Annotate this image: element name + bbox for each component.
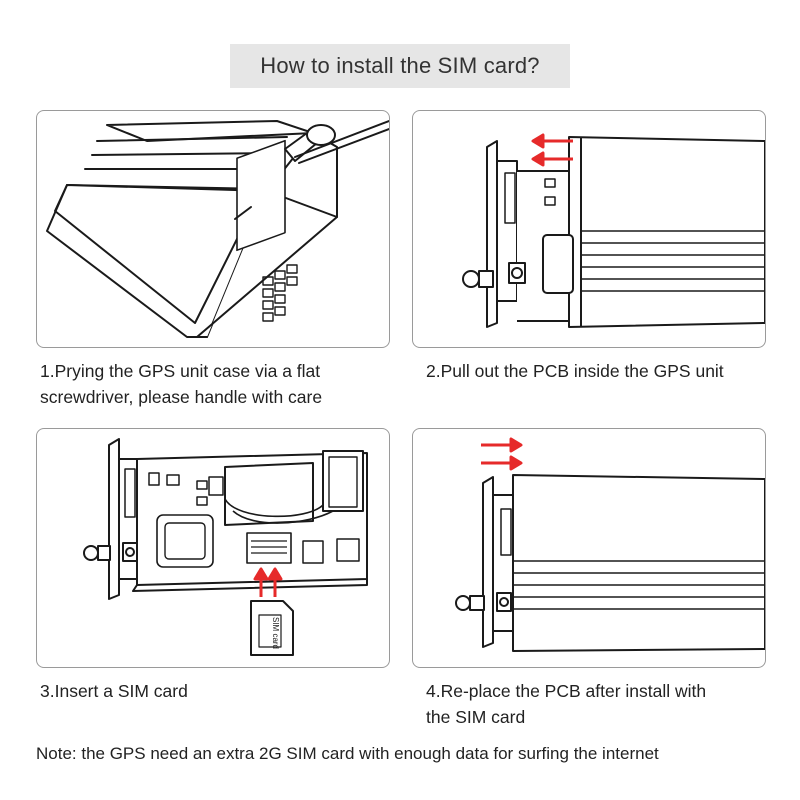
sim-card-label: SIM card xyxy=(271,617,280,649)
step-4-caption: 4.Re-place the PCB after install with th… xyxy=(426,678,786,730)
step-1-caption-line-1: 1.Prying the GPS unit case via a flat xyxy=(40,361,321,381)
step-3-caption: 3.Insert a SIM card xyxy=(40,678,400,704)
step-2-caption: 2.Pull out the PCB inside the GPS unit xyxy=(426,358,786,384)
step-2-illustration xyxy=(412,110,766,348)
step-1-illustration xyxy=(36,110,390,348)
page-title: How to install the SIM card? xyxy=(230,44,570,88)
footer-note: Note: the GPS need an extra 2G SIM card … xyxy=(36,744,659,763)
step-1-caption-line-2: screwdriver, please handle with care xyxy=(40,387,323,407)
step-3-caption-line-1: 3.Insert a SIM card xyxy=(40,681,188,701)
step-4-caption-line-2: the SIM card xyxy=(426,707,526,727)
step-2-caption-line-1: 2.Pull out the PCB inside the GPS unit xyxy=(426,361,724,381)
step-4-caption-line-1: 4.Re-place the PCB after install with xyxy=(426,681,707,701)
step-4-illustration xyxy=(412,428,766,668)
step-1-caption: 1.Prying the GPS unit case via a flat sc… xyxy=(40,358,400,410)
step-3-illustration: SIM card xyxy=(36,428,390,668)
